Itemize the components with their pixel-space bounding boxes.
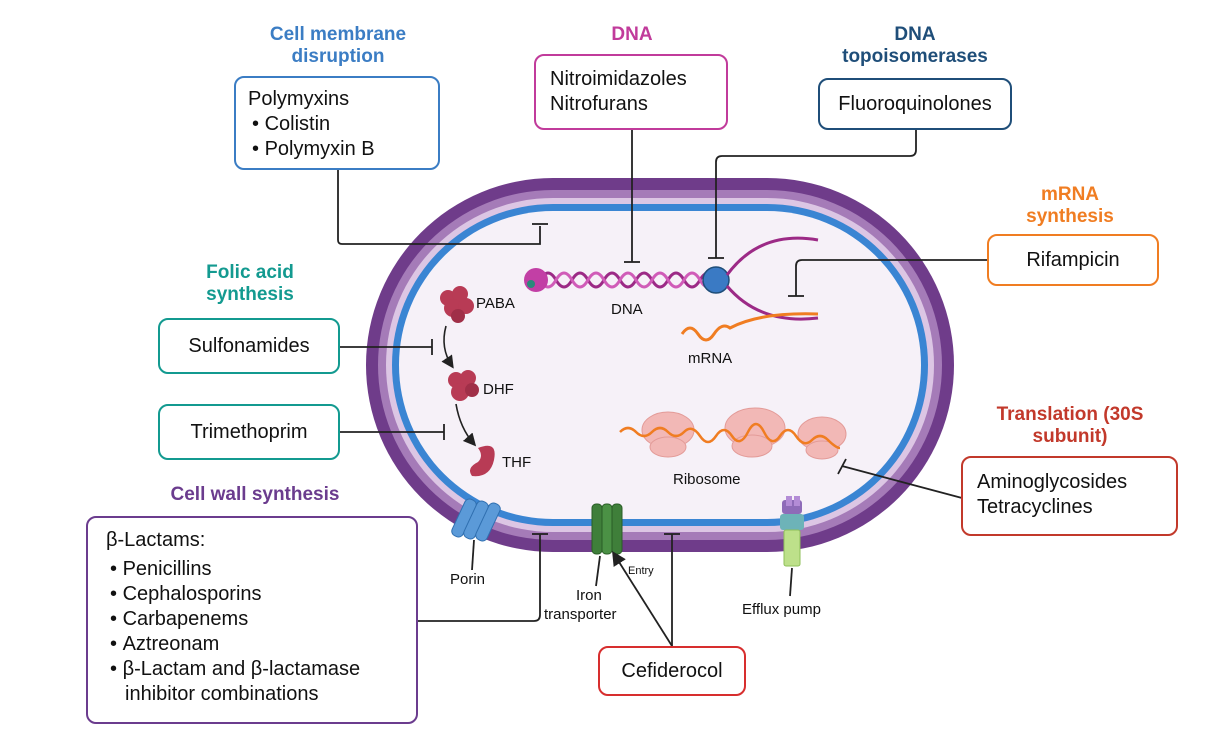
aminoglycosides-box: Aminoglycosides Tetracyclines: [961, 456, 1178, 536]
mrna-label: mRNA: [688, 350, 732, 367]
category-cell-wall: Cell wall synthesis: [170, 484, 340, 505]
ribosomes: [619, 407, 847, 460]
cefiderocol-box: Cefiderocol: [598, 646, 746, 696]
porin-label: Porin: [450, 571, 485, 588]
combination-item-line2: inhibitor combinations: [125, 683, 319, 705]
nitrofurans-item: Nitrofurans: [550, 93, 648, 115]
rifampicin-box: Rifampicin: [987, 234, 1159, 286]
tetracyclines-item: Tetracyclines: [977, 496, 1093, 518]
nitroimidazoles-item: Nitroimidazoles: [550, 68, 687, 90]
category-translation: Translation (30S subunit): [996, 404, 1144, 447]
entry-label: Entry: [628, 565, 654, 577]
beta-lactams-heading: β-Lactams:: [106, 529, 206, 551]
cefiderocol-entry-arrow: [612, 550, 673, 647]
sulfonamides-box: Sulfonamides: [158, 318, 340, 374]
dna-helix: [524, 236, 819, 321]
porin-pointer: [471, 539, 475, 571]
iron-transporter: [591, 503, 623, 555]
polymyxins-heading: Polymyxins: [248, 88, 350, 110]
category-topoisomerases: DNA topoisomerases: [842, 24, 988, 67]
polymyxin-b-item: Polymyxin B: [248, 137, 426, 162]
dna-drugs-box: Nitroimidazoles Nitrofurans: [534, 54, 728, 130]
folate-pathway: [440, 286, 495, 477]
paba-molecule: [440, 286, 474, 323]
inhibition-connectors: [337, 130, 988, 647]
aztreonam-item: Aztreonam: [106, 632, 398, 657]
category-folic-acid: Folic acid synthesis: [206, 262, 294, 305]
dhf-molecule: [448, 370, 479, 401]
iron-transporter-pointer: [595, 555, 601, 587]
efflux-pump-label: Efflux pump: [742, 601, 821, 618]
penicillins-item: Penicillins: [106, 557, 398, 582]
mrna-strand: [680, 312, 819, 342]
combination-item-line1: β-Lactam and β-lactamase: [106, 657, 398, 682]
category-mrna-synthesis: mRNA synthesis: [1026, 184, 1114, 227]
porin: [451, 498, 501, 542]
ribosome-1: [641, 411, 695, 458]
iron-transporter-label-2: transporter: [544, 606, 617, 623]
fluoroquinolone-connector: [715, 130, 917, 258]
category-dna: DNA: [611, 24, 653, 45]
thf-label: THF: [502, 454, 531, 471]
ribosome-label: Ribosome: [673, 471, 741, 488]
paba-label: PABA: [476, 295, 515, 312]
fluoroquinolones-box: Fluoroquinolones: [818, 78, 1012, 130]
aminoglycoside-connector: [841, 465, 963, 499]
replication-enzyme: [702, 266, 730, 294]
beta-lactam-connector: [418, 534, 541, 622]
aminoglycoside-inhibit-bar: [837, 458, 847, 475]
rifampicin-connector: [795, 259, 988, 296]
iron-transporter-label-1: Iron: [576, 587, 602, 604]
dna-end-cap: [524, 268, 548, 292]
dhf-label: DHF: [483, 381, 514, 398]
category-membrane: Cell membrane disruption: [269, 24, 407, 67]
efflux-pump: [780, 496, 804, 567]
thf-molecule: [470, 445, 495, 477]
colistin-item: Colistin: [248, 112, 426, 137]
cephalosporins-item: Cephalosporins: [106, 582, 398, 607]
beta-lactams-box: β-Lactams: Penicillins Cephalosporins Ca…: [86, 516, 418, 724]
efflux-pump-pointer: [789, 567, 793, 597]
aminoglycosides-item: Aminoglycosides: [977, 471, 1128, 493]
dna-label: DNA: [611, 301, 643, 318]
cell-envelope: [366, 178, 954, 552]
polymyxin-connector: [337, 170, 541, 245]
polymyxins-box: Polymyxins Colistin Polymyxin B: [234, 76, 440, 170]
trimethoprim-box: Trimethoprim: [158, 404, 340, 460]
carbapenems-item: Carbapenems: [106, 607, 398, 632]
